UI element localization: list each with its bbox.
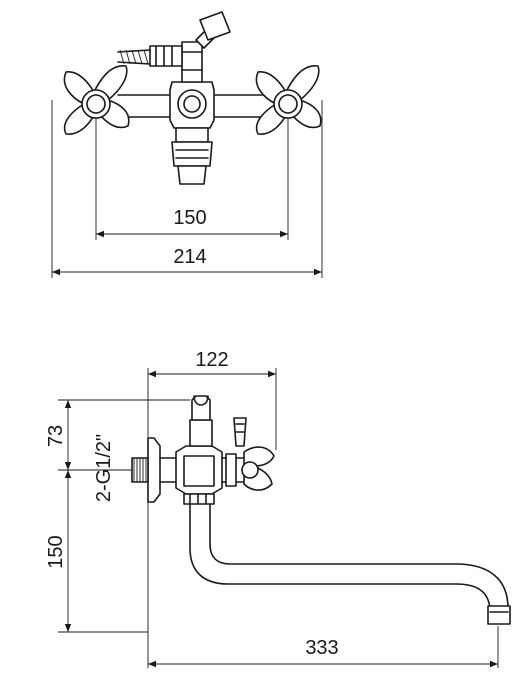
spout <box>189 503 511 625</box>
side-body <box>175 395 275 505</box>
dim-projection-label: 122 <box>195 349 228 371</box>
left-cross-handle <box>63 65 130 135</box>
front-center-body <box>117 11 231 185</box>
side-view: 122 73 2-G1/2" 150 333 <box>45 349 511 668</box>
dim-upper-height-label: 73 <box>45 425 67 447</box>
dim-thread-label: 2-G1/2" <box>93 434 115 502</box>
dim-handle-centers-label: 150 <box>173 207 206 229</box>
front-view: 150 214 <box>51 11 323 278</box>
dim-spout-length-label: 333 <box>305 637 338 659</box>
dim-overall-width-label: 214 <box>173 246 206 268</box>
right-cross-handle <box>255 65 322 135</box>
wall-flange <box>147 437 161 503</box>
dim-lower-height-label: 150 <box>45 535 67 568</box>
